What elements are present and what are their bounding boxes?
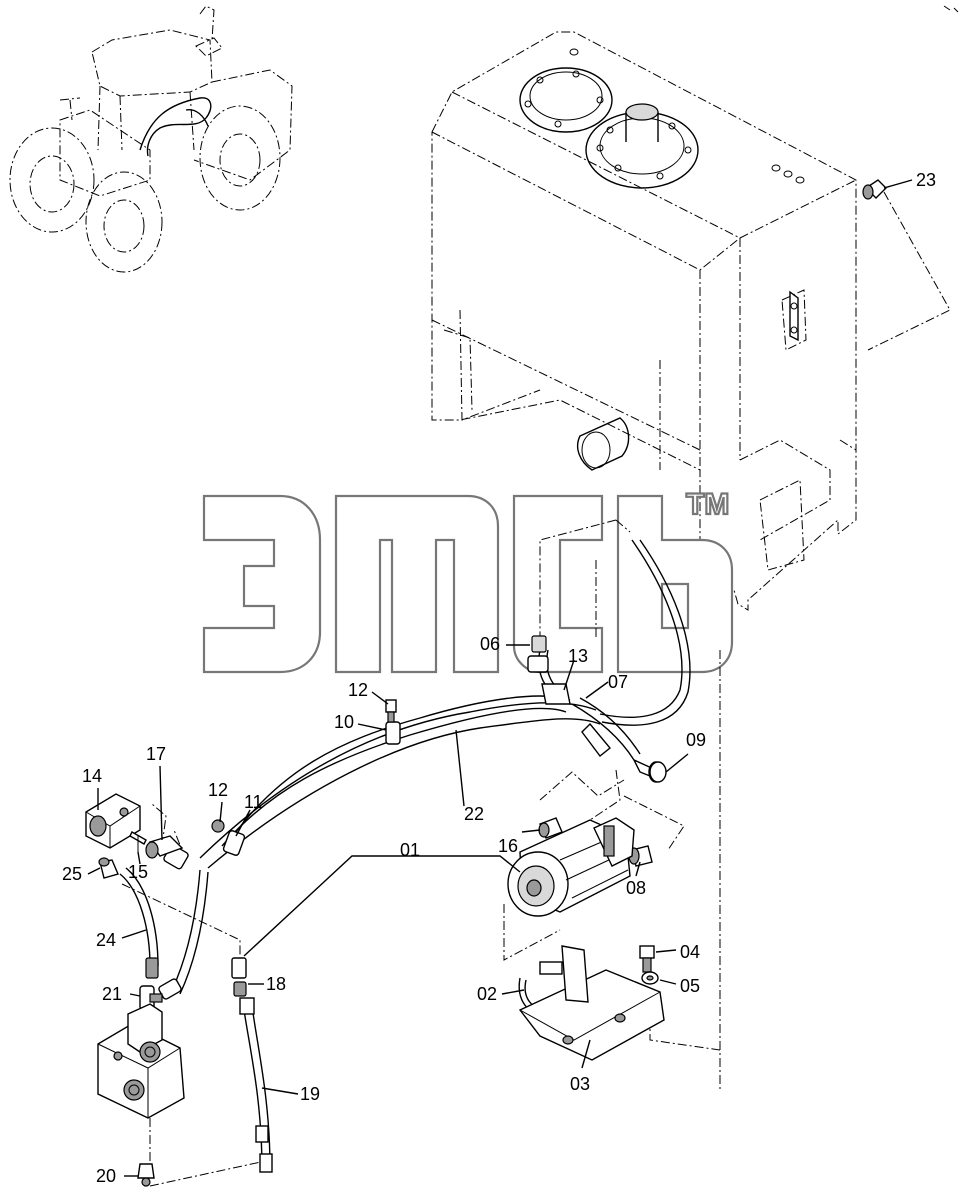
part-12-bolt-upper bbox=[385, 699, 397, 723]
assembly-lines bbox=[121, 191, 951, 1187]
callout-05: 05 bbox=[680, 976, 700, 996]
callout-17: 17 bbox=[146, 744, 166, 764]
corner-mark bbox=[943, 5, 959, 13]
callout-12-lower: 12 bbox=[208, 780, 228, 800]
callout-leaders bbox=[87, 179, 913, 1177]
callout-06: 06 bbox=[480, 634, 500, 654]
watermark: TM bbox=[202, 487, 734, 674]
callout-10: 10 bbox=[334, 712, 354, 732]
callout-04: 04 bbox=[680, 942, 700, 962]
tractor-overview bbox=[9, 5, 293, 273]
callout-12-upper: 12 bbox=[348, 680, 368, 700]
part-23-fitting bbox=[862, 179, 887, 200]
callout-16: 16 bbox=[498, 836, 518, 856]
callout-01: 01 bbox=[400, 840, 420, 860]
part-06-adapter bbox=[527, 635, 549, 673]
part-16-fitting bbox=[538, 817, 563, 839]
part-03-bracket bbox=[518, 945, 665, 1061]
hydraulic-tank bbox=[431, 31, 857, 611]
part-18-adapter bbox=[231, 957, 247, 997]
callout-03: 03 bbox=[570, 1074, 590, 1094]
callout-24: 24 bbox=[96, 930, 116, 950]
parts bbox=[85, 179, 887, 1187]
callout-09: 09 bbox=[686, 730, 706, 750]
callout-21: 21 bbox=[102, 984, 122, 1004]
callout-07: 07 bbox=[608, 672, 628, 692]
callout-25: 25 bbox=[62, 864, 82, 884]
callout-labels: 01 02 03 04 05 06 07 08 09 10 11 12 12 1… bbox=[62, 170, 936, 1186]
part-20-fitting bbox=[137, 1163, 155, 1187]
callout-23: 23 bbox=[916, 170, 936, 190]
callout-08: 08 bbox=[626, 878, 646, 898]
callout-15: 15 bbox=[128, 862, 148, 882]
part-17-connector bbox=[145, 835, 184, 859]
part-25-elbow bbox=[98, 857, 119, 879]
part-08-adapter bbox=[628, 845, 653, 867]
valve-body bbox=[97, 1003, 185, 1119]
callout-14: 14 bbox=[82, 766, 102, 786]
part-01-pump bbox=[507, 817, 635, 917]
part-09-fitting bbox=[649, 761, 667, 783]
callout-20: 20 bbox=[96, 1166, 116, 1186]
callout-11: 11 bbox=[244, 792, 263, 812]
part-04-bolt bbox=[639, 945, 655, 973]
callout-18: 18 bbox=[266, 974, 286, 994]
part-05-washer bbox=[641, 971, 659, 985]
callout-19: 19 bbox=[300, 1084, 320, 1104]
callout-13: 13 bbox=[568, 646, 588, 666]
part-12-bolt-lower bbox=[211, 819, 225, 833]
part-15-screw bbox=[129, 831, 147, 852]
callout-02: 02 bbox=[477, 984, 497, 1004]
callout-22: 22 bbox=[464, 804, 484, 824]
part-14-valve-block bbox=[85, 793, 141, 849]
watermark-tm: TM bbox=[686, 488, 729, 521]
